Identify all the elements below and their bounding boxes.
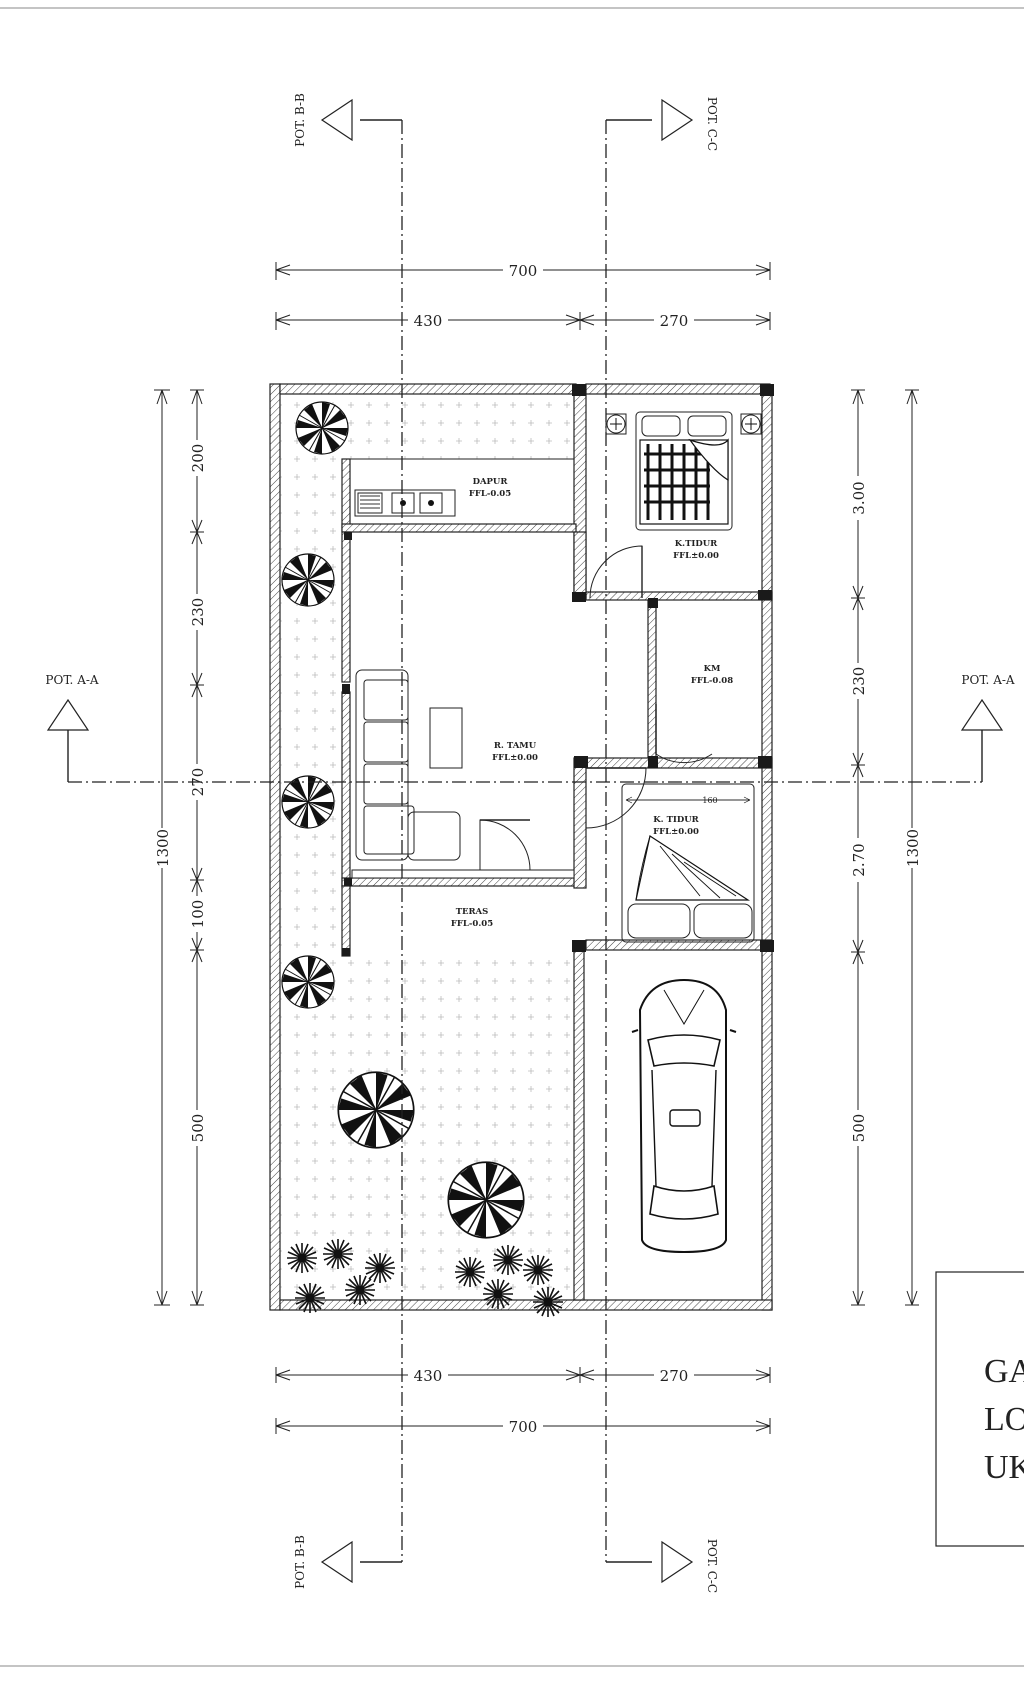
left-seg-4: 100 [189, 900, 207, 929]
palm-icon [281, 775, 335, 829]
cc-bottom-label: POT. C-C [705, 1539, 719, 1593]
bedroom-1: K.TIDUR FFL±0.00 [572, 384, 774, 602]
palm-icon [281, 553, 335, 607]
tidur2-name: K. TIDUR [653, 815, 699, 825]
right-dimensions: 3.00 230 2.70 500 1300 [847, 389, 923, 1306]
bottom-split-dimension: 430 270 [275, 1364, 771, 1385]
title-line-3: UK [984, 1449, 1024, 1486]
top-left-label: 430 [414, 312, 443, 330]
aa-right-label: POT. A-A [961, 673, 1015, 687]
title-line-1: GA [984, 1353, 1024, 1390]
tidur2-level: FFL±0.00 [653, 827, 699, 837]
dapur-name: DAPUR [473, 477, 509, 487]
shrub-icon [286, 1242, 318, 1274]
shrub-icon [364, 1252, 396, 1284]
carport [631, 978, 737, 1254]
km-name: KM [704, 664, 721, 674]
teras-level: FFL-0.05 [451, 919, 493, 929]
top-total-dimension: 700 [275, 258, 771, 280]
palm-icon [295, 401, 349, 455]
kitchen: DAPUR FFL-0.05 [341, 458, 577, 533]
section-cc-line: POT. C-C POT. C-C [605, 97, 719, 1593]
tamu-level: FFL±0.00 [492, 753, 538, 763]
right-seg-1: 3.00 [850, 481, 868, 514]
left-seg-1: 200 [189, 444, 207, 473]
right-seg-4: 500 [850, 1114, 868, 1143]
section-bb-line: POT. B-B POT. B-B [293, 93, 403, 1589]
shrub-icon [492, 1244, 524, 1276]
car-icon [631, 978, 737, 1254]
bedroom-2: 160 K. TIDUR FFL±0.00 [572, 767, 774, 952]
bottom-left-label: 430 [414, 1367, 443, 1385]
cc-top-label: POT. C-C [705, 97, 719, 151]
shrub-icon [482, 1278, 514, 1310]
top-total-label: 700 [509, 262, 538, 280]
bathroom: KM FFL-0.08 [574, 598, 773, 769]
terrace: TERAS FFL-0.05 [341, 885, 493, 957]
left-dimensions: 1300 200 230 270 100 500 [150, 389, 208, 1306]
teras-name: TERAS [456, 907, 489, 917]
left-seg-5: 500 [189, 1114, 207, 1143]
tidur1-name: K.TIDUR [675, 539, 718, 549]
tidur1-level: FFL±0.00 [673, 551, 719, 561]
left-garden-strip [280, 394, 342, 1304]
tamu-name: R. TAMU [494, 741, 537, 751]
title-line-2: LO [984, 1401, 1024, 1438]
section-aa-line: POT. A-A POT. A-A [45, 673, 1015, 783]
shrub-icon [532, 1286, 564, 1318]
left-total-label: 1300 [154, 829, 172, 867]
right-total-label: 1300 [904, 829, 922, 867]
shrub-icon [522, 1254, 554, 1286]
front-garden-area [342, 395, 574, 459]
title-block: GA LO UK [935, 1271, 1024, 1547]
palm-icon [281, 955, 335, 1009]
bed-width-label: 160 [702, 796, 717, 805]
bottom-total-label: 700 [509, 1418, 538, 1436]
bb-bottom-label: POT. B-B [293, 1535, 307, 1589]
top-right-label: 270 [660, 312, 689, 330]
right-seg-2: 230 [850, 667, 868, 696]
km-level: FFL-0.08 [691, 676, 733, 686]
bb-top-label: POT. B-B [293, 93, 307, 147]
dapur-level: FFL-0.05 [469, 489, 511, 499]
aa-left-label: POT. A-A [45, 673, 99, 687]
shrub-icon [294, 1282, 326, 1314]
shrub-icon [322, 1238, 354, 1270]
right-seg-3: 2.70 [850, 843, 868, 876]
shrub-icon [454, 1256, 486, 1288]
bottom-total-dimension: 700 [275, 1414, 771, 1436]
palm-icon [447, 1161, 525, 1239]
top-split-dimension: 430 270 [275, 308, 771, 330]
shrub-icon [344, 1274, 376, 1306]
living-room: R. TAMU FFL±0.00 [341, 531, 587, 889]
left-seg-2: 230 [189, 598, 207, 627]
bottom-right-label: 270 [660, 1367, 689, 1385]
